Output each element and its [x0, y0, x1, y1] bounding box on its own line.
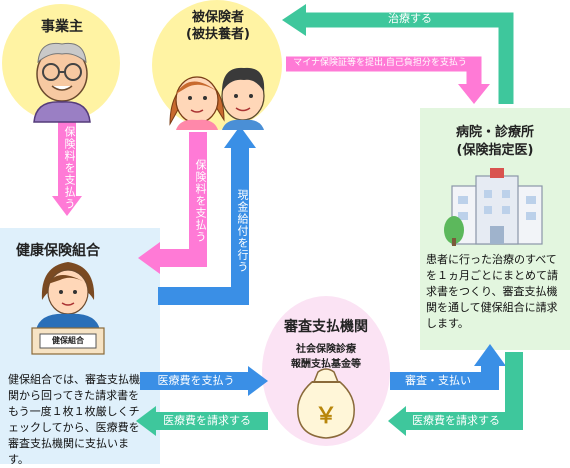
hospital-title-main: 病院・診療所: [455, 125, 534, 140]
audit-title-main: 審査支払機関: [284, 319, 368, 335]
arrow-audit-pay-head: [474, 344, 506, 366]
arrow-claim-to-union-head: [136, 406, 156, 436]
label-employer-premium: 保険料を支払う: [63, 126, 76, 210]
union-illustration: [31, 262, 105, 355]
insured-title-main: 被保険者: [191, 10, 244, 25]
union-title: 健康保険組合: [16, 243, 100, 259]
arrow-card-pay-head: [458, 84, 490, 104]
label-cash-benefit: 現金給付を行う: [236, 189, 249, 273]
insured-title-sub: (被扶養者): [186, 26, 250, 42]
arrow-claim-from-hospital-head: [388, 406, 406, 436]
insured-title: 被保険者 (被扶養者): [168, 10, 268, 44]
arrow-card-pay: [286, 56, 482, 86]
employer-illustration: [33, 42, 91, 123]
arrow-treatment-head: [282, 4, 306, 36]
hospital-illustration: [444, 168, 543, 246]
label-claim-to-union: 医療費を請求する: [163, 414, 251, 427]
arrow-claim-from-hospital: [402, 352, 523, 430]
label-treatment: 治療する: [388, 12, 432, 25]
money-bag-illustration: [297, 368, 355, 439]
audit-title: 審査支払機関 社会保険診療 報酬支払基金等: [266, 316, 386, 370]
arrow-employer-premium-head: [52, 196, 82, 216]
union-badge: 健保組合: [52, 336, 84, 345]
yen-symbol: ￥: [314, 404, 337, 429]
arrow-employer-premium: [58, 122, 76, 200]
employer-title: 事業主: [41, 19, 83, 35]
arrow-audit-pay: [390, 362, 499, 390]
arrow-insured-premium: [158, 132, 207, 267]
hospital-title-sub: (保険指定医): [456, 142, 534, 158]
arrow-pay-medical-head: [248, 366, 268, 396]
insured-illustration: [169, 67, 265, 130]
label-insured-premium: 保険料を支払う: [194, 159, 207, 243]
arrow-cash-benefit-head: [224, 126, 256, 148]
arrow-pay-medical: [140, 372, 252, 390]
audit-subtitle-2: 報酬支払基金等: [291, 359, 361, 370]
arrow-insured-premium-head: [138, 242, 160, 274]
arrow-claim-to-union: [150, 412, 268, 430]
label-claim-from-hospital: 医療費を請求する: [412, 414, 500, 427]
label-audit-pay: 審査・支払い: [405, 374, 471, 387]
label-card-pay: マイナ保険証等を提出,自己負担分を支払う: [293, 58, 467, 68]
audit-subtitle-1: 社会保険診療: [296, 344, 356, 355]
arrow-treatment: [300, 12, 514, 104]
label-pay-medical: 医療費を支払う: [157, 374, 235, 387]
hospital-title: 病院・診療所 (保険指定医): [420, 124, 570, 159]
union-description: 健保組合では、審査支払機関から回ってきた請求書をもう一度１枚１枚厳しくチェックし…: [8, 373, 140, 466]
arrow-cash-benefit: [158, 146, 249, 305]
hospital-description: 患者に行った治療のすべてを１ヵ月ごとにまとめて請求書をつくり、審査支払機関を通し…: [426, 253, 558, 330]
